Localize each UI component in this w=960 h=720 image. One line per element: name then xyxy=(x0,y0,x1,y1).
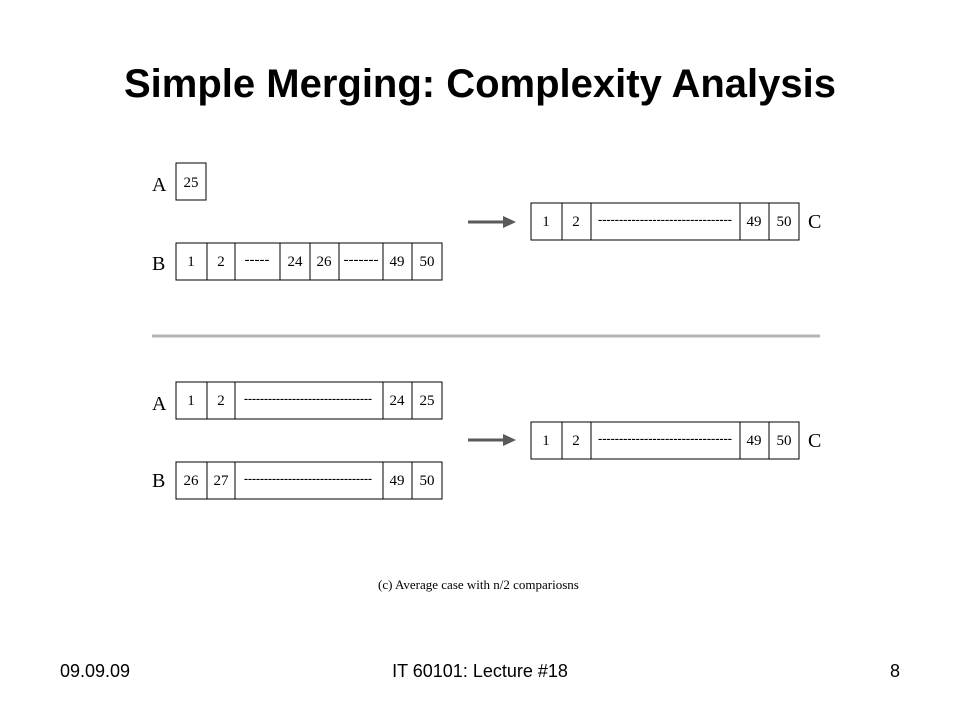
top-array-b: 1 2 ----- 24 26 ------- 49 50 xyxy=(175,242,443,281)
bottom-array-c-label: C xyxy=(808,430,821,452)
top-array-c: 1 2 -------------------------------- 49 … xyxy=(530,202,800,241)
bottom-a-cell-3: 24 xyxy=(390,393,406,409)
bottom-a-cell-4: 25 xyxy=(420,393,435,409)
slide-title: Simple Merging: Complexity Analysis xyxy=(123,62,836,106)
top-array-b-label: B xyxy=(152,253,165,275)
top-merge-arrow xyxy=(468,216,516,228)
footer-date: 09.09.09 xyxy=(60,661,131,681)
top-c-cell-2: -------------------------------- xyxy=(598,212,732,228)
figure-caption: (c) Average case with n/2 compariosns xyxy=(378,577,579,592)
top-b-cell-3: 24 xyxy=(288,254,304,270)
bottom-a-cell-1: 2 xyxy=(217,393,225,409)
footer-course: IT 60101: Lecture #18 xyxy=(392,661,568,681)
top-b-cell-5: ------- xyxy=(344,252,379,268)
bottom-array-b-label: B xyxy=(152,470,165,492)
top-b-cell-6: 49 xyxy=(390,254,405,270)
bottom-a-cell-0: 1 xyxy=(187,393,195,409)
top-b-cell-1: 2 xyxy=(217,254,225,270)
bottom-array-b: 26 27 -------------------------------- 4… xyxy=(175,461,443,500)
top-array-c-label: C xyxy=(808,211,821,233)
top-array-a-label: A xyxy=(152,174,167,196)
top-b-cell-4: 26 xyxy=(317,254,333,270)
top-b-cell-2: ----- xyxy=(245,252,270,268)
bottom-c-cell-0: 1 xyxy=(542,433,550,449)
bottom-c-cell-2: -------------------------------- xyxy=(598,431,732,447)
top-c-cell-0: 1 xyxy=(542,214,550,230)
bottom-b-cell-0: 26 xyxy=(184,473,200,489)
bottom-b-cell-2: -------------------------------- xyxy=(244,471,372,487)
top-c-cell-3: 49 xyxy=(747,214,762,230)
bottom-array-a: 1 2 -------------------------------- 24 … xyxy=(175,381,443,420)
bottom-array-a-label: A xyxy=(152,393,167,415)
bottom-b-cell-4: 50 xyxy=(420,473,435,489)
footer-page-number: 8 xyxy=(889,661,900,681)
top-b-cell-0: 1 xyxy=(187,254,195,270)
bottom-b-cell-3: 49 xyxy=(390,473,405,489)
bottom-merge-arrow xyxy=(468,434,516,446)
top-a-cell-0: 25 xyxy=(184,175,199,191)
bottom-c-cell-1: 2 xyxy=(572,433,580,449)
top-array-a: 25 xyxy=(175,162,207,201)
bottom-array-c: 1 2 -------------------------------- 49 … xyxy=(530,421,800,460)
top-c-cell-4: 50 xyxy=(777,214,792,230)
bottom-b-cell-1: 27 xyxy=(214,473,230,489)
bottom-a-cell-2: -------------------------------- xyxy=(244,391,372,407)
top-c-cell-1: 2 xyxy=(572,214,580,230)
bottom-c-cell-4: 50 xyxy=(777,433,792,449)
bottom-c-cell-3: 49 xyxy=(747,433,762,449)
top-b-cell-7: 50 xyxy=(420,254,435,270)
